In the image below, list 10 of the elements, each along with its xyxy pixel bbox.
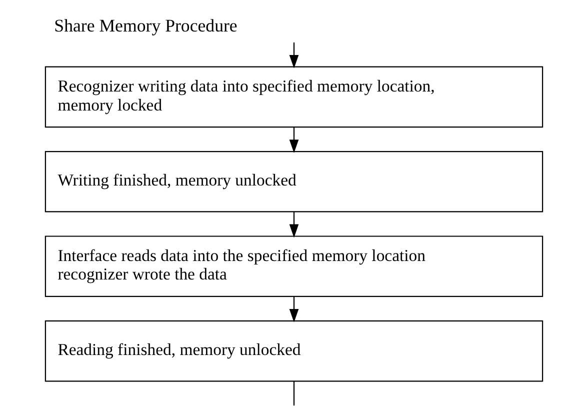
diagram-title: Share Memory Procedure bbox=[54, 15, 237, 36]
node-box: Recognizer writing data into specified memory location, memory locked bbox=[44, 66, 543, 128]
node-box: Interface reads data into the specified memory location recognizer wrote the data bbox=[44, 236, 543, 297]
arrow bbox=[288, 212, 298, 238]
node-box: Reading finished, memory unlocked bbox=[44, 320, 543, 382]
connector bbox=[292, 381, 294, 406]
arrow bbox=[288, 127, 298, 153]
arrow bbox=[288, 296, 298, 322]
node-box: Writing finished, memory unlocked bbox=[44, 150, 543, 212]
arrow bbox=[288, 42, 298, 68]
